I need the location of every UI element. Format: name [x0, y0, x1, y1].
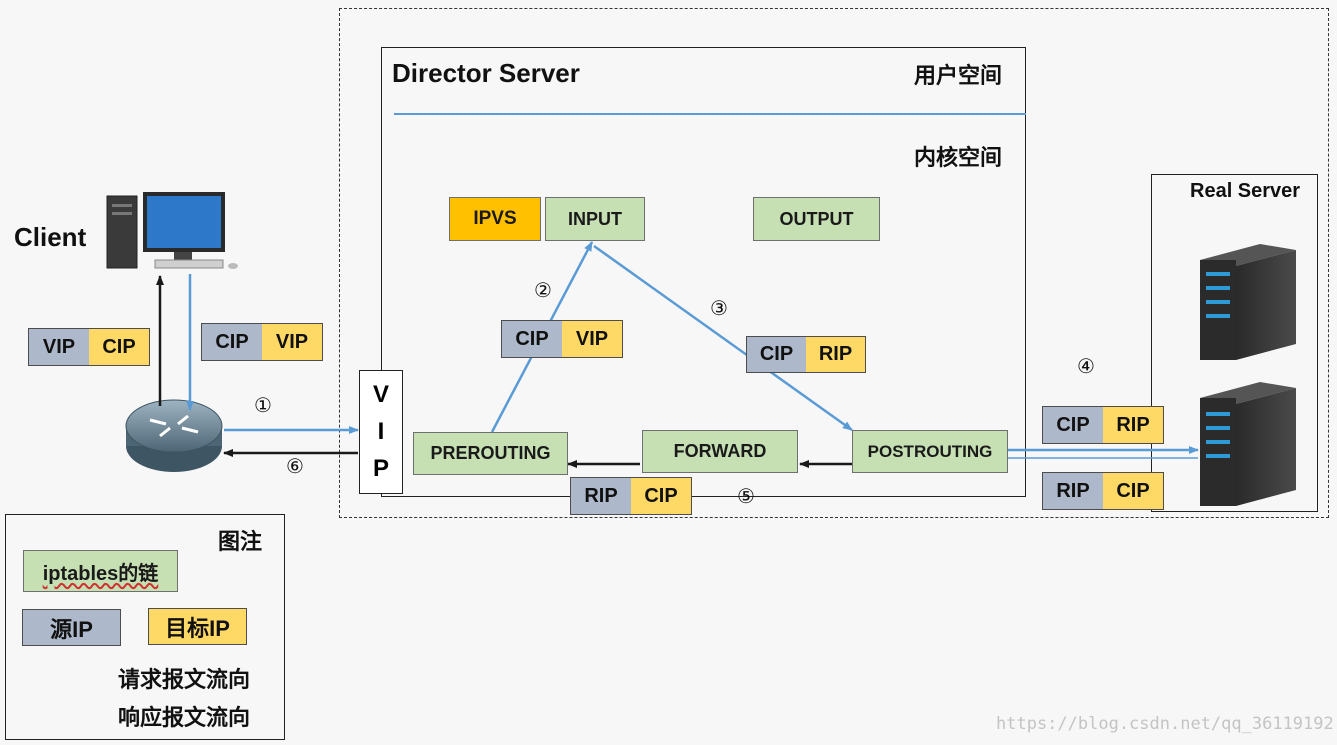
chain-output: OUTPUT: [753, 197, 880, 241]
step-4-label: ④: [1077, 356, 1095, 378]
legend-response-label: 响应报文流向: [118, 705, 251, 730]
step-3-label: ③: [710, 298, 728, 320]
legend-title: 图注: [218, 529, 263, 554]
src-ip: RIP: [1043, 473, 1103, 509]
director-region: [339, 8, 1329, 518]
vip-letter-v: V: [372, 381, 389, 409]
legend-src-label: 源IP: [50, 616, 93, 642]
director-server-title: Director Server: [392, 58, 580, 88]
real-server-box: [1151, 174, 1318, 512]
packet-client-request: CIP VIP: [201, 323, 323, 361]
dst-ip: CIP: [89, 329, 149, 365]
chain-forward: FORWARD: [642, 430, 798, 473]
src-ip: CIP: [502, 321, 562, 357]
packet-step4-return: RIP CIP: [1042, 472, 1164, 510]
chain-ipvs: IPVS: [449, 197, 541, 241]
src-ip: CIP: [747, 337, 806, 372]
step-2-label: ②: [534, 280, 552, 302]
step-6-label: ⑥: [286, 456, 304, 478]
packet-step4: CIP RIP: [1042, 406, 1164, 444]
dst-ip: RIP: [1103, 407, 1163, 443]
src-ip: CIP: [1043, 407, 1103, 443]
client-computer-icon: [106, 192, 238, 269]
src-ip: CIP: [202, 324, 262, 360]
router-icon: [125, 399, 223, 472]
vip-box: V I P: [359, 370, 403, 494]
vip-letter-p: P: [372, 454, 389, 482]
dst-ip: VIP: [562, 321, 622, 357]
legend-chain-label: iptables的链: [42, 562, 159, 585]
packet-step3: CIP RIP: [746, 336, 866, 373]
packet-client-response: VIP CIP: [28, 328, 150, 366]
dst-ip: VIP: [262, 324, 322, 360]
step-5-label: ⑤: [737, 486, 755, 508]
vip-letter-i: I: [377, 417, 385, 445]
legend-chain-swatch: iptables的链: [23, 550, 178, 592]
packet-step2: CIP VIP: [501, 320, 623, 358]
src-ip: VIP: [29, 329, 89, 365]
director-server-box: [381, 47, 1026, 497]
user-space-label: 用户空间: [914, 63, 1003, 88]
real-server-2-icon: [1200, 382, 1296, 506]
dst-ip: CIP: [631, 478, 691, 514]
real-server-label: Real Server: [1190, 180, 1301, 202]
chain-postrouting: POSTROUTING: [852, 430, 1008, 473]
step-1-label: ①: [254, 395, 272, 417]
src-ip: RIP: [571, 478, 631, 514]
arrow-step3: [593, 244, 853, 432]
legend-request-label: 请求报文流向: [118, 667, 251, 692]
client-label: Client: [14, 222, 87, 252]
dst-ip: CIP: [1103, 473, 1163, 509]
dst-ip: RIP: [806, 337, 865, 372]
chain-prerouting: PREROUTING: [413, 432, 568, 475]
chain-input: INPUT: [545, 197, 645, 241]
packet-step5: RIP CIP: [570, 477, 692, 515]
watermark: https://blog.csdn.net/qq_36119192: [996, 714, 1334, 734]
kernel-space-label: 内核空间: [914, 145, 1003, 170]
legend-dst-swatch: 目标IP: [148, 608, 247, 645]
real-server-1-icon: [1200, 244, 1296, 360]
legend-src-swatch: 源IP: [22, 609, 121, 646]
legend-dst-label: 目标IP: [165, 615, 230, 641]
